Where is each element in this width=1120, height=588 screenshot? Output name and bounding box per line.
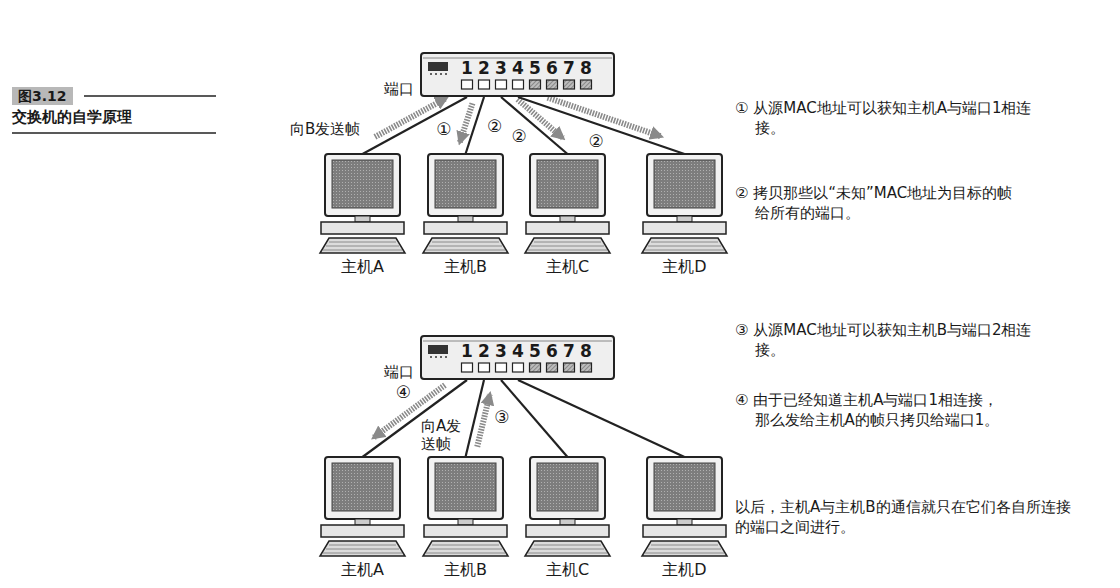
callout-number: ② <box>486 116 503 135</box>
cable-connector <box>518 380 685 457</box>
caption-rule <box>84 95 216 97</box>
host-computer: 主机C <box>517 455 618 581</box>
port-number: 2 <box>477 343 491 360</box>
callout-number: ② <box>587 131 604 150</box>
port-number: 1 <box>460 60 474 77</box>
cable-connector <box>363 97 468 154</box>
port-number: 2 <box>477 60 491 77</box>
callout-number: ③ <box>493 408 510 427</box>
callout-number: ① <box>435 120 452 139</box>
port-number: 6 <box>545 343 559 360</box>
cable-connector <box>501 97 568 154</box>
port-number: 4 <box>511 60 525 77</box>
host-computer: 主机D <box>634 152 735 278</box>
cable <box>363 380 468 457</box>
host-label: 主机A <box>312 257 413 278</box>
port-number: 4 <box>511 343 525 360</box>
port-number: 3 <box>494 343 508 360</box>
step-text: ② 拷贝那些以“未知”MAC地址为目标的帧给所有的端口。 <box>735 183 1027 224</box>
computer-icon <box>418 455 513 559</box>
host-computer: 主机A <box>312 455 413 581</box>
switch-box: 端口12345678 <box>420 52 615 97</box>
port-number: 7 <box>562 60 576 77</box>
host-computer: 主机D <box>634 455 735 581</box>
port-number: 5 <box>528 343 542 360</box>
switch-box: 端口12345678 <box>420 335 615 380</box>
computer-icon <box>418 152 513 256</box>
cable-connector <box>363 380 468 457</box>
cable <box>363 97 468 154</box>
frame-note: 向B发送帧 <box>290 119 360 139</box>
port-label: 端口 <box>384 82 414 97</box>
frame-flow-arrow <box>477 394 490 446</box>
host-label: 主机D <box>634 560 735 581</box>
cable <box>518 97 685 154</box>
computer-icon <box>520 455 615 559</box>
host-computer: 主机C <box>517 152 618 278</box>
callout-number: ② <box>511 127 528 146</box>
port-number: 6 <box>545 60 559 77</box>
callout-number: ④ <box>395 383 412 402</box>
port-number: 8 <box>579 343 593 360</box>
host-computer: 主机A <box>312 152 413 278</box>
port-number: 7 <box>562 343 576 360</box>
host-label: 主机C <box>517 257 618 278</box>
cable-connector <box>460 97 484 154</box>
port-number: 3 <box>494 60 508 77</box>
cable-connector <box>501 380 568 457</box>
port-number: 1 <box>460 343 474 360</box>
step-text: ③ 从源MAC地址可以获知主机B与端口2相连接。 <box>735 320 1047 361</box>
summary-text: 以后，主机A与主机B的通信就只在它们各自所连接的端口之间进行。 <box>735 497 1085 538</box>
frame-note: 向A发 送帧 <box>421 417 463 453</box>
host-computer: 主机B <box>415 152 516 278</box>
cable <box>501 380 568 457</box>
host-label: 主机A <box>312 560 413 581</box>
cable-connector <box>518 97 685 154</box>
host-computer: 主机B <box>415 455 516 581</box>
host-label: 主机B <box>415 257 516 278</box>
host-label: 主机C <box>517 560 618 581</box>
step-text: ④ 由于已经知道主机A与端口1相连接，那么发给主机A的帧只拷贝给端口1。 <box>735 390 1013 431</box>
port-number: 8 <box>579 60 593 77</box>
computer-icon <box>637 455 732 559</box>
port-label: 端口 <box>384 365 414 380</box>
computer-icon <box>520 152 615 256</box>
computer-icon <box>315 152 410 256</box>
cable-connector <box>466 380 490 457</box>
host-label: 主机B <box>415 560 516 581</box>
port-number: 5 <box>528 60 542 77</box>
computer-icon <box>315 455 410 559</box>
figure-number: 图3.12 <box>12 87 73 105</box>
figure-caption: 交换机的自学原理 <box>12 107 132 127</box>
step-text: ① 从源MAC地址可以获知主机A与端口1相连接。 <box>735 98 1047 139</box>
cable <box>518 380 685 457</box>
frame-flow-arrow <box>460 103 473 142</box>
caption-rule <box>12 132 216 134</box>
computer-icon <box>637 152 732 256</box>
host-label: 主机D <box>634 257 735 278</box>
cable <box>501 97 568 154</box>
